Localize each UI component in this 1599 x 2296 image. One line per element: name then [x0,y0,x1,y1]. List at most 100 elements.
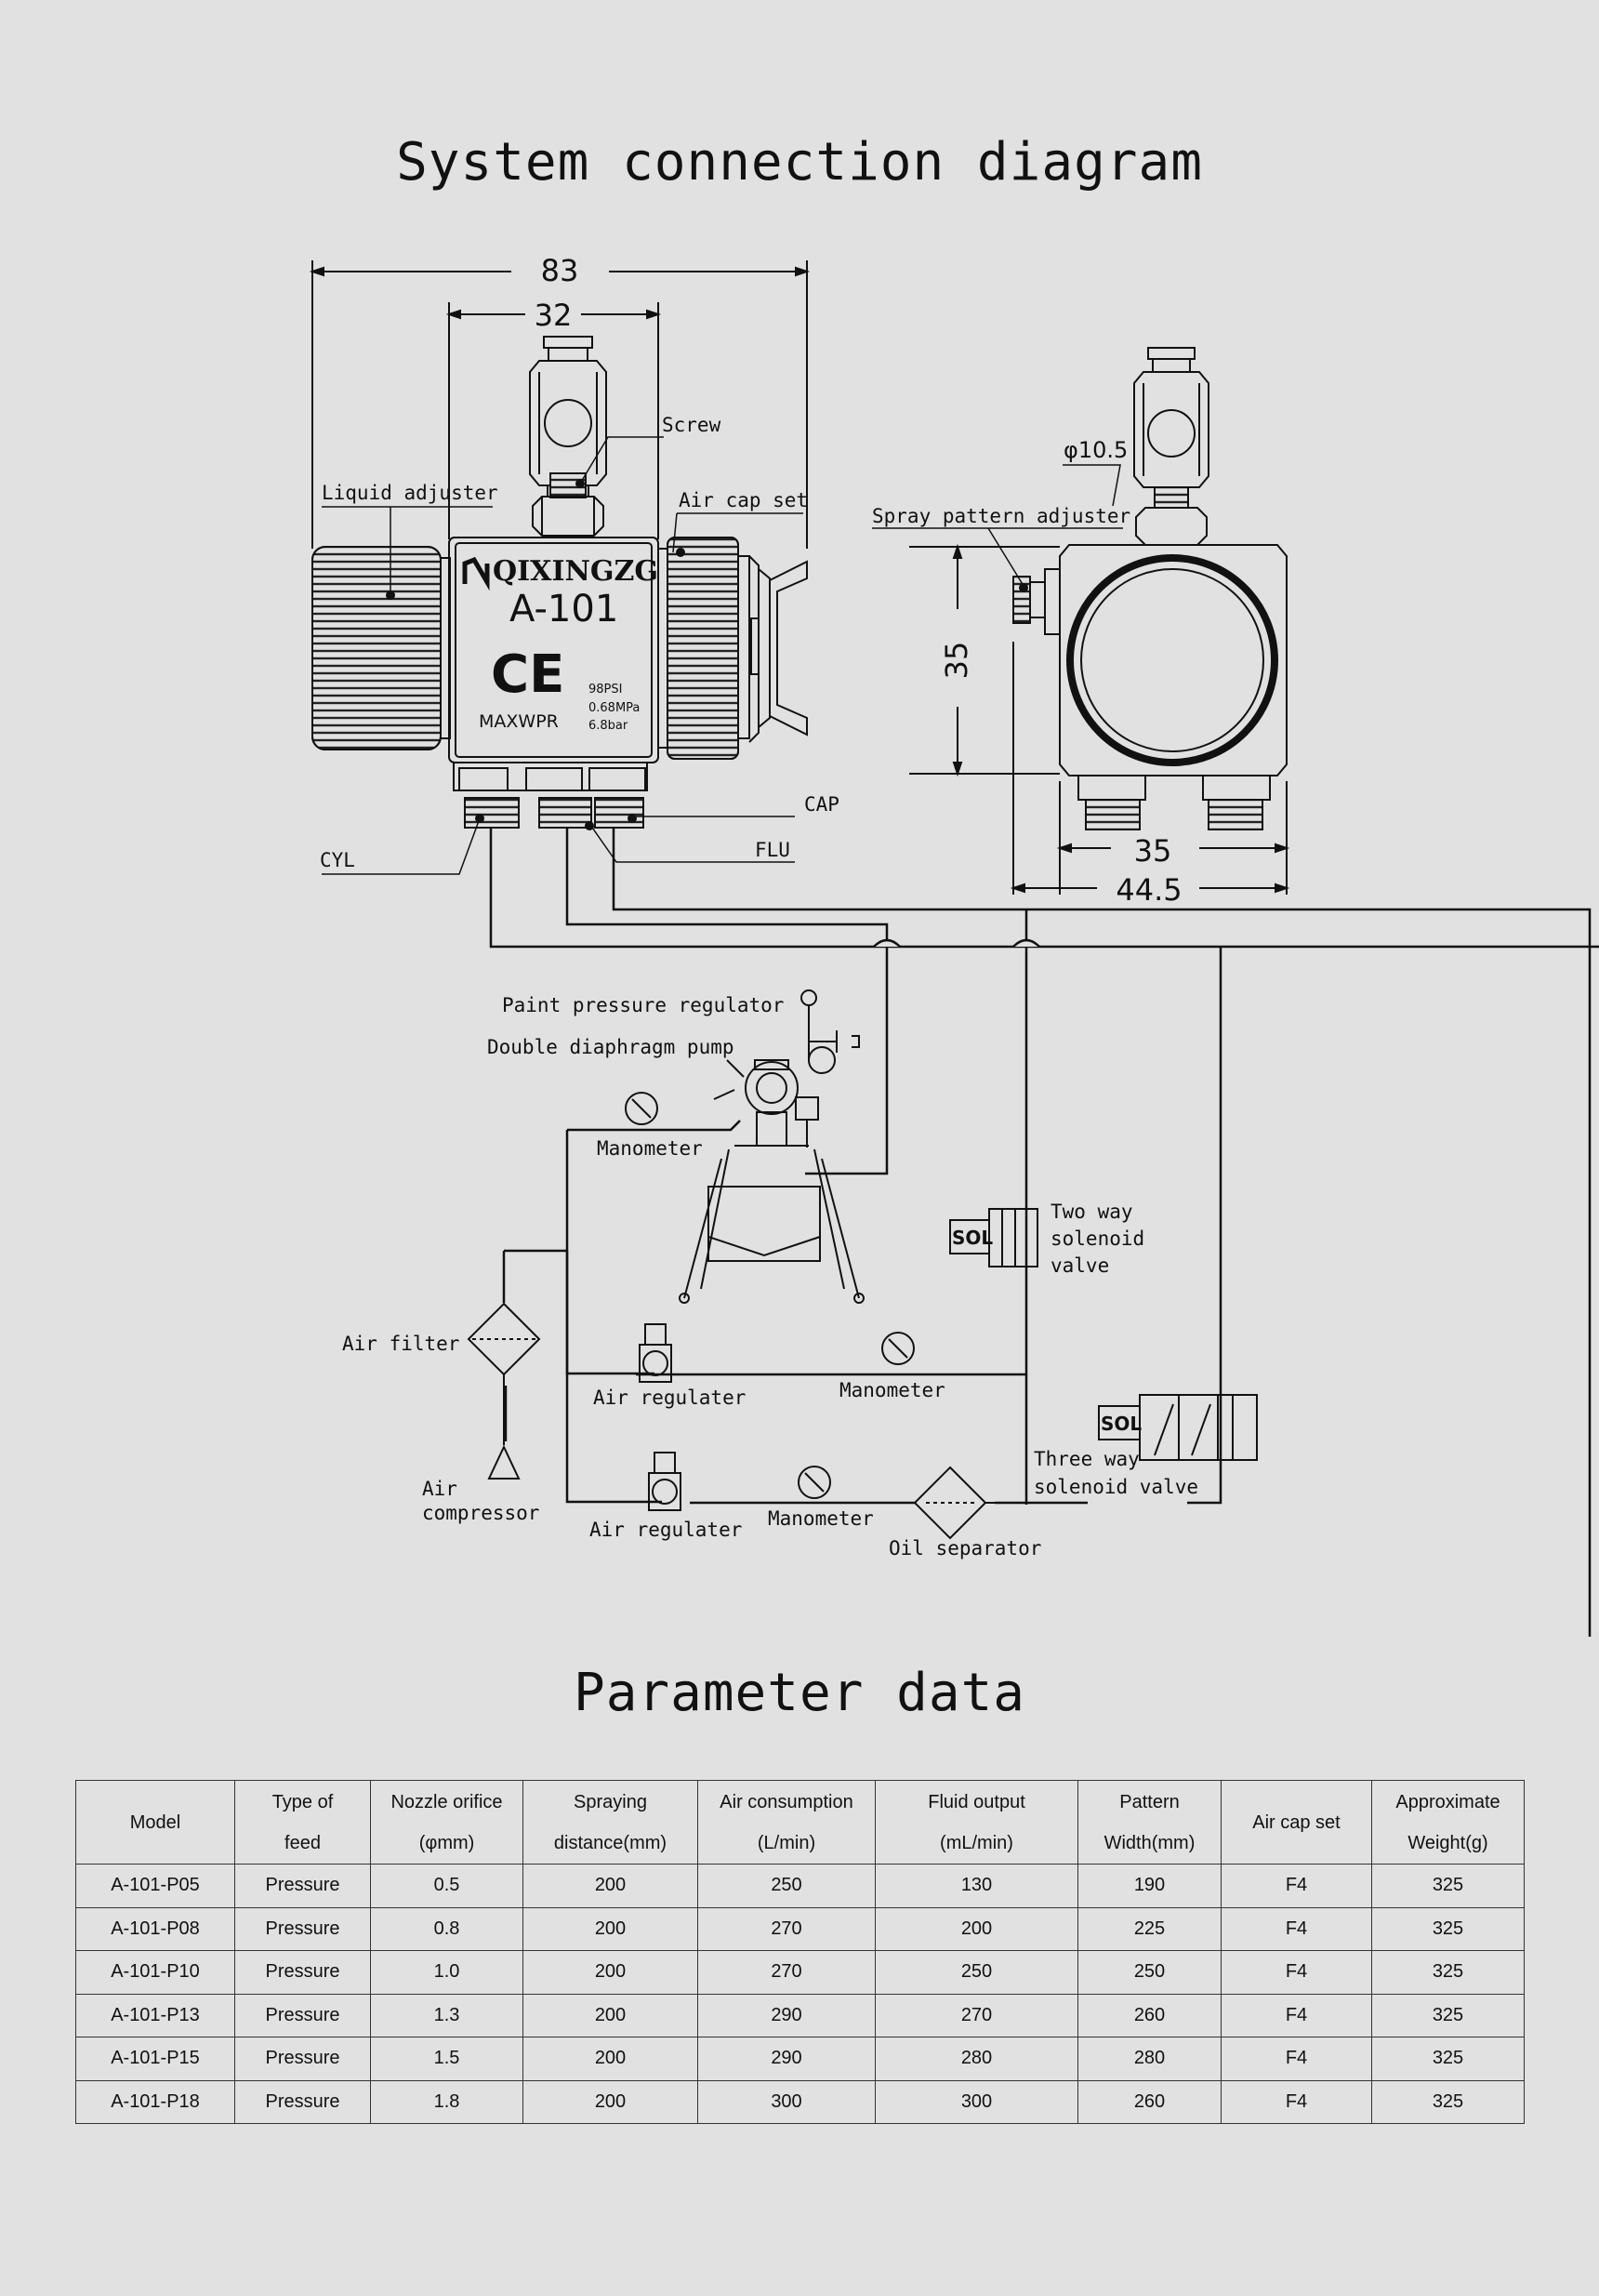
label-flu: FLU [755,839,790,861]
table-cell: 190 [1077,1864,1222,1908]
label-air-cap-set: Air cap set [679,489,808,511]
table-cell: 325 [1371,1906,1525,1951]
dim-44-5: 44.5 [1116,872,1182,908]
table-cell: 270 [875,1993,1078,2037]
table-cell: 325 [1371,1993,1525,2037]
label-manometer-2: Manometer [839,1379,945,1401]
label-cap: CAP [804,793,839,816]
label-liquid-adjuster: Liquid adjuster [322,482,498,504]
two-way-solenoid-valve [949,1208,1038,1267]
dimension-83 [309,260,811,549]
table-cell: 325 [1371,1950,1525,1995]
table-cell: 280 [1077,2037,1222,2081]
dimension-35-height [909,543,1060,777]
table-cell: Pressure [234,1906,371,1951]
column-header-line: Air consumption [720,1791,853,1812]
parameter-title: Parameter data [573,1663,1025,1723]
table-cell: 200 [522,2037,698,2081]
label-air-regulator-2: Air regulater [589,1519,742,1541]
table-cell: Pressure [234,1864,371,1908]
column-header: Air cap set [1221,1780,1372,1865]
pressure-bar: 6.8bar [588,719,628,733]
label-spray-pattern-adjuster: Spray pattern adjuster [872,505,1130,527]
pressure-mpa: 0.68MPa [588,701,640,715]
air-compressor-symbol [487,1444,521,1480]
max-wpr: MAXWPR [479,711,559,732]
table-cell: A-101-P15 [75,2037,235,2081]
column-header-line: (L/min) [757,1832,816,1853]
dimension-32 [445,302,662,539]
table-cell: A-101-P10 [75,1950,235,1995]
table-cell: 250 [875,1950,1078,1995]
table-cell: A-101-P13 [75,1993,235,2037]
three-way-solenoid-valve [1098,1394,1258,1461]
table-cell: 250 [697,1864,876,1908]
table-cell: 200 [522,2079,698,2124]
table-cell: 325 [1371,2037,1525,2081]
column-header: Fluid output(mL/min) [875,1780,1078,1865]
leader-dots [386,479,1028,830]
column-header-line: Nozzle orifice [390,1791,503,1812]
label-air-compressor-1: Air [422,1478,457,1500]
table-cell: F4 [1221,1864,1372,1908]
table-cell: 290 [697,2037,876,2081]
diagram-title: System connection diagram [396,132,1203,192]
table-cell: 225 [1077,1906,1222,1951]
label-three-way-1: Three way [1034,1448,1140,1470]
table-cell: 0.8 [370,1906,523,1951]
label-screw: Screw [662,414,721,436]
column-header-line: Weight(g) [1407,1832,1488,1853]
dim-35-height: 35 [939,642,974,680]
table-cell: 260 [1077,2079,1222,2124]
table-cell: F4 [1221,1993,1372,2037]
system-connection-diagram: 83 32 φ10.5 35 35 44.5 QIXINGZG A-101 CE… [309,253,1599,1637]
label-air-compressor-2: compressor [422,1502,539,1524]
piping [489,828,1599,1637]
label-two-way-1: Two way [1051,1201,1133,1223]
table-cell: F4 [1221,2079,1372,2124]
table-cell: 300 [697,2079,876,2124]
dim-35-base: 35 [1134,833,1172,869]
front-view [311,336,808,829]
label-three-way-2: solenoid valve [1034,1476,1198,1498]
table-cell: A-101-P05 [75,1864,235,1908]
label-two-way-3: valve [1051,1254,1109,1277]
table-cell: 300 [875,2079,1078,2124]
table-cell: 200 [522,1906,698,1951]
column-header-line: Model [129,1812,181,1833]
label-paint-pressure-regulator: Paint pressure regulator [502,994,784,1016]
air-filter [467,1302,541,1445]
table-cell: 200 [522,1993,698,2037]
label-double-diaphragm-pump: Double diaphragm pump [487,1036,734,1058]
column-header: Air consumption (L/min) [697,1780,876,1865]
label-air-regulator-1: Air regulater [593,1387,746,1409]
sol-label-1: SOL [952,1227,993,1249]
table-cell: Pressure [234,2079,371,2124]
column-header-line: Width(mm) [1103,1832,1196,1853]
table-cell: 1.3 [370,1993,523,2037]
table-cell: 260 [1077,1993,1222,2037]
table-cell: 290 [697,1993,876,2037]
table-cell: 1.0 [370,1950,523,1995]
label-manometer-3: Manometer [768,1507,874,1530]
oil-separator [913,1466,1019,1540]
column-header-line: Pattern [1119,1791,1180,1812]
dimension-35-base [1056,781,1290,895]
table-cell: 200 [875,1906,1078,1951]
table-cell: 1.5 [370,2037,523,2081]
table-cell: Pressure [234,2037,371,2081]
table-cell: F4 [1221,2037,1372,2081]
model-number: A-101 [509,588,618,630]
table-cell: 200 [522,1864,698,1908]
